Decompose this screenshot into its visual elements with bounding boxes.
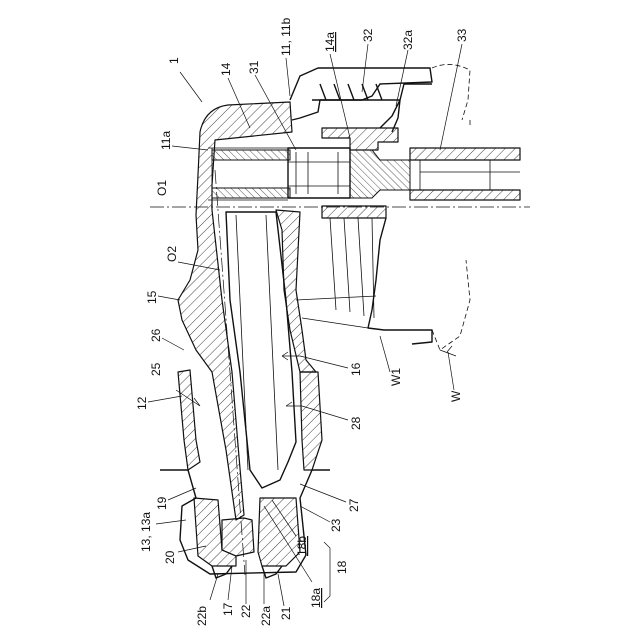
label-22a: 22a xyxy=(259,606,273,626)
label-o1: O1 xyxy=(155,180,169,196)
label-o2: O2 xyxy=(165,246,179,262)
label-20: 20 xyxy=(163,550,177,564)
center-pin-17 xyxy=(222,518,254,556)
outer-sleeve-right xyxy=(300,372,322,470)
label-16: 16 xyxy=(349,362,363,376)
leader-32a xyxy=(396,50,408,106)
label-14a: 14a xyxy=(323,32,337,52)
label-11b: 11, 11b xyxy=(279,17,293,56)
leader-22b xyxy=(210,574,218,600)
connector-ring-bottom xyxy=(322,206,386,218)
label-w: W xyxy=(449,390,463,402)
leader-19 xyxy=(168,488,196,500)
leader-w1 xyxy=(380,336,390,372)
cable-33-sheath-bottom xyxy=(410,190,520,200)
label-14: 14 xyxy=(219,62,233,76)
label-32a: 32a xyxy=(401,30,415,50)
label-17: 17 xyxy=(221,602,235,616)
leader-w xyxy=(448,352,454,390)
connector-ring-top xyxy=(322,128,398,150)
label-33: 33 xyxy=(455,28,469,42)
outer-sleeve-12 xyxy=(178,370,200,470)
label-12: 12 xyxy=(135,396,149,410)
leader-14a xyxy=(330,54,350,138)
label-18: 18 xyxy=(335,560,349,574)
center-conductor-inner xyxy=(236,215,278,470)
leader-11b xyxy=(286,58,290,96)
label-19: 19 xyxy=(155,496,169,510)
leader-1 xyxy=(180,72,202,102)
label-22: 22 xyxy=(239,604,253,618)
label-21: 21 xyxy=(279,606,293,620)
label-26: 26 xyxy=(149,328,163,342)
bore-liner-lower xyxy=(212,188,290,198)
label-w1: W1 xyxy=(389,368,403,386)
cap-ribs xyxy=(312,84,400,132)
crimp-sleeve xyxy=(350,150,410,198)
arrow-w xyxy=(440,346,456,356)
label-27: 27 xyxy=(347,498,361,512)
bracket-18 xyxy=(324,542,330,602)
cable-33-core xyxy=(420,160,520,190)
grommet-ribs xyxy=(296,218,376,328)
housing-inner-wall xyxy=(276,210,316,372)
label-25: 25 xyxy=(149,362,163,376)
label-32: 32 xyxy=(361,28,375,42)
label-13: 13, 13a xyxy=(139,512,153,552)
label-28: 28 xyxy=(349,416,363,430)
label-31: 31 xyxy=(247,60,261,74)
label-18b: 18b xyxy=(295,536,309,556)
cap-flange xyxy=(290,68,432,120)
label-18a: 18a xyxy=(309,588,323,608)
cable-33-sheath-top xyxy=(410,148,520,160)
leader-21 xyxy=(278,574,284,606)
leader-33 xyxy=(440,44,462,150)
terminal-31 xyxy=(288,148,350,198)
label-11a: 11a xyxy=(159,131,173,150)
leader-23 xyxy=(300,506,330,522)
bore-liner xyxy=(212,150,290,160)
leader-26 xyxy=(162,338,184,350)
label-1: 1 xyxy=(167,57,181,64)
leader-12 xyxy=(148,396,182,402)
label-23: 23 xyxy=(329,518,343,532)
leader-15 xyxy=(158,296,180,300)
terminal-31-detail xyxy=(288,152,350,194)
label-15: 15 xyxy=(145,290,159,304)
leader-27 xyxy=(300,484,346,502)
label-22b: 22b xyxy=(195,606,209,626)
